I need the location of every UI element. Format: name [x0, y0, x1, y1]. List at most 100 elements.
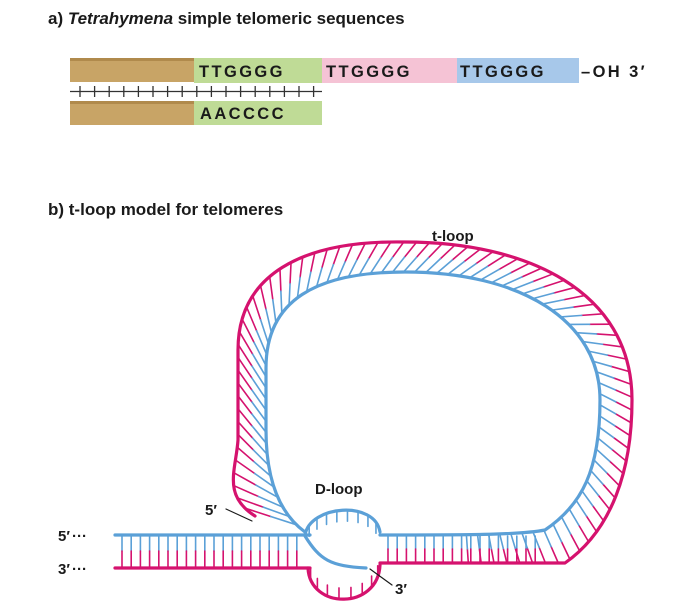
base-pair-rung [391, 256, 406, 273]
base-pair-rung [598, 426, 615, 439]
base-pair-rung [463, 248, 482, 263]
base-pair-rung [251, 389, 267, 411]
telomeric-sequence-duplex: TTGGGG TTGGGG TTGGGG –OH 3′ AACCCC [70, 58, 645, 125]
base-pair-rung [447, 260, 465, 276]
base-pair-rung [542, 279, 566, 288]
base-pair-rung [259, 284, 267, 311]
repeat-box-green [194, 58, 322, 83]
duplex-rungs-right [387, 535, 537, 563]
base-pair-rung [592, 360, 613, 368]
base-pair-rung [592, 505, 605, 522]
base-pair-rung [427, 242, 444, 259]
base-pair-rung [355, 242, 367, 261]
base-pair-rung [605, 472, 621, 487]
top-repeat-2: TTGGGG [326, 63, 412, 81]
base-pair-rung [479, 268, 501, 281]
t-loop-structure [113, 240, 634, 601]
base-pair-rung [612, 436, 630, 450]
base-pair-rung [568, 508, 580, 527]
base-pair-rung [475, 250, 494, 265]
base-pair-rung [236, 446, 255, 463]
d-loop-label: D-loop [315, 481, 362, 498]
base-pair-rung [601, 343, 624, 348]
base-pair-rung [251, 425, 268, 445]
base-pair-rung [241, 318, 255, 344]
base-pair-rung [559, 314, 583, 318]
base-pair-rung [466, 548, 470, 564]
bottom-repeat: AACCCC [200, 105, 286, 123]
base-pair-rung [606, 354, 628, 360]
t-loop-inner-strand [264, 270, 602, 537]
base-pair-rung [358, 257, 370, 276]
base-pair-rung [257, 495, 284, 509]
base-pair-rung [597, 381, 617, 391]
base-pair-rung [415, 241, 431, 259]
base-pair-rung [614, 389, 633, 398]
duplex-rungs-left [121, 535, 298, 568]
base-pair-rung [595, 333, 618, 337]
base-pair-rung [611, 448, 627, 462]
base-pair-rung [543, 529, 552, 548]
base-pair-rung [589, 469, 604, 486]
base-pair-rung [575, 499, 588, 517]
panel-a-heading: a) Tetrahymena simple telomeric sequence… [48, 9, 405, 28]
base-pair-rung [289, 261, 292, 285]
base-pair-rung [595, 370, 615, 379]
base-pair-rung [509, 532, 517, 550]
upper-dna-rod [70, 58, 194, 82]
base-pair-rung [490, 547, 495, 564]
base-pair-rung [232, 484, 260, 498]
repeat-box-pink [322, 58, 457, 83]
base-pair-rung [279, 268, 282, 292]
base-pair-rung [262, 506, 291, 518]
base-pair-rung [237, 382, 253, 403]
base-pair-rung [237, 356, 253, 379]
base-pair-rung [469, 265, 489, 279]
three-prime-pointer [369, 568, 393, 586]
base-pair-rung [550, 545, 560, 564]
base-pair-rung [476, 533, 481, 550]
t-loop-label: t-loop [432, 228, 474, 245]
base-pair-rung [498, 257, 519, 271]
base-pair-rung [598, 415, 616, 427]
base-pair-rung [511, 280, 534, 291]
base-pair-rung [501, 276, 523, 287]
base-pair-rung [521, 286, 545, 295]
base-pair-rung [575, 331, 598, 335]
top-repeat-1: TTGGGG [199, 63, 285, 81]
top-repeat-3: TTGGGG [460, 63, 546, 81]
base-pair-rung [550, 306, 574, 311]
base-pair-rung [237, 369, 253, 391]
base-pair-rung [424, 257, 442, 274]
base-pair-rung [272, 298, 277, 324]
base-pair-rung [538, 546, 547, 564]
left-three-prime-label: 3′··· [58, 561, 87, 578]
base-pair-rung [288, 282, 291, 306]
d-loop-top-strand [303, 508, 382, 537]
base-pair-rung [599, 403, 617, 415]
base-pair-rung [265, 308, 273, 334]
base-pair-rung [326, 263, 335, 284]
base-pair-rung [531, 292, 555, 300]
base-pair-rung [299, 256, 304, 279]
base-pair-rung [255, 330, 268, 356]
base-pair-rung [391, 241, 405, 259]
base-pair-rung [597, 437, 613, 451]
base-pair-rung [532, 273, 554, 283]
base-pair-rung [251, 377, 267, 400]
base-pair-rung [251, 437, 269, 456]
base-pair-rung [253, 472, 275, 488]
base-pair-rung [252, 449, 270, 467]
base-pair-rung [336, 261, 346, 281]
base-pair-rung [490, 272, 512, 284]
complement-box-green [194, 101, 322, 125]
base-pair-rung [236, 497, 265, 508]
panel-b-heading: b) t-loop model for telomeres [48, 200, 283, 219]
base-pair-rung [315, 267, 323, 288]
base-pair-rung [321, 248, 329, 269]
base-pair-rung [238, 330, 254, 356]
base-pair-rung [259, 318, 270, 345]
base-pair-rung [380, 256, 394, 274]
base-pair-rung [253, 461, 272, 478]
